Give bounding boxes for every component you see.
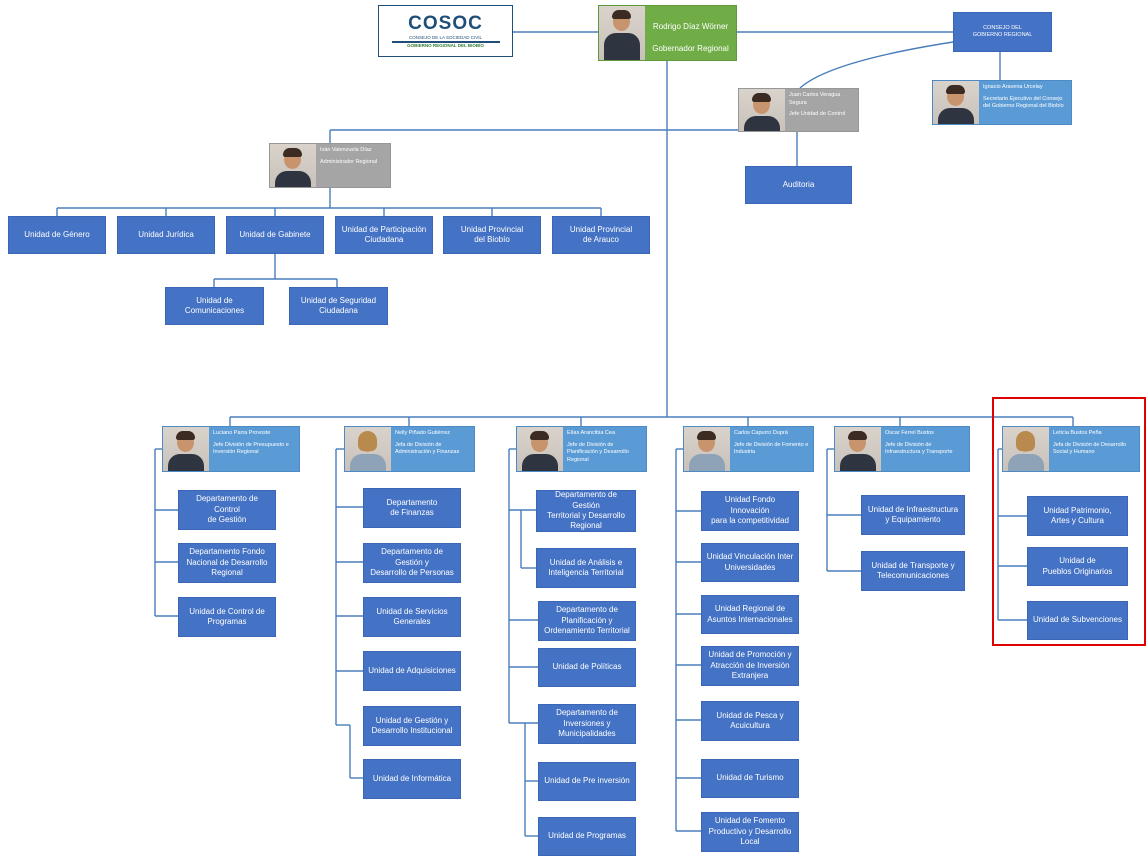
division-head-name: Luciano Parra Provoste: [213, 430, 271, 436]
division-unit[interactable]: Unidad de Fomento Productivo y Desarroll…: [701, 812, 799, 852]
unit-gabinete[interactable]: Unidad de Gabinete: [226, 216, 324, 254]
division-unit[interactable]: Departamento de Finanzas: [363, 488, 461, 528]
division-unit[interactable]: Departamento de Gestión y Desarrollo de …: [363, 543, 461, 583]
division-unit[interactable]: Unidad de Pre inversión: [538, 762, 636, 801]
governor-photo: [599, 6, 645, 60]
division-head-finanzas-photo: [345, 427, 391, 471]
division-unit[interactable]: Unidad de Infraestructura y Equipamiento: [861, 495, 965, 535]
division-head-planificacion-photo: [517, 427, 563, 471]
division-unit[interactable]: Unidad de Turismo: [701, 759, 799, 798]
division-head-role: Jefe División de Presupuesto e Inversión…: [213, 441, 289, 456]
division-head-presupuesto-photo: [163, 427, 209, 471]
division-head-infraestructura-photo: [835, 427, 881, 471]
division-unit[interactable]: Unidad de Control de Programas: [178, 597, 276, 637]
division-unit[interactable]: Unidad de Programas: [538, 817, 636, 856]
consejo-node[interactable]: CONSEJO DEL GOBIERNO REGIONAL: [953, 12, 1052, 52]
control-name: Juan Carlos Veragua Segura: [789, 92, 841, 106]
division-head-role: Jefa de División de Administración y Fin…: [395, 441, 460, 456]
control-role: Jefe Unidad de Control: [789, 111, 846, 118]
division-unit[interactable]: Departamento de Gestión Territorial y De…: [536, 490, 636, 532]
administrador-role: Administrador Regional: [320, 158, 378, 165]
division-head-name: Nelly Piñado Gutiérrez: [395, 430, 451, 436]
division-unit[interactable]: Unidad de Políticas: [538, 648, 636, 687]
cosoc-logo-divider: [391, 41, 500, 43]
division-head-name: Oscar Ferrel Bustos: [885, 430, 934, 436]
secretario-name: Ignacio Aravena Urcelay: [983, 84, 1043, 90]
cosoc-logo-title: COSOC: [408, 13, 483, 34]
division-head-role: Jefe de División de Infraestructura y Tr…: [885, 441, 953, 456]
division-head-role: Jefe de División de Fomento e Industria: [734, 441, 809, 456]
division-unit[interactable]: Unidad de Pueblos Originarios: [1027, 547, 1128, 586]
division-unit[interactable]: Departamento de Inversiones y Municipali…: [538, 704, 636, 744]
unit-provincial-biobio[interactable]: Unidad Provincial del Biobío: [443, 216, 541, 254]
administrador-photo: [270, 144, 316, 187]
administrador-name: Iván Valenzuela Díaz: [320, 147, 372, 153]
division-unit[interactable]: Unidad de Subvenciones: [1027, 601, 1128, 640]
unit-provincial-arauco[interactable]: Unidad Provincial de Arauco: [552, 216, 650, 254]
division-unit[interactable]: Unidad Regional de Asuntos Internacional…: [701, 595, 799, 634]
division-unit[interactable]: Unidad de Servicios Generales: [363, 597, 461, 637]
division-head-role: Jefe de División de Planificación y Desa…: [567, 441, 629, 464]
secretario-photo: [933, 81, 979, 124]
division-unit[interactable]: Unidad Fondo Innovación para la competit…: [701, 491, 799, 531]
division-unit[interactable]: Departamento de Control de Gestión: [178, 490, 276, 530]
governor-name: Rodrigo Díaz Wörner: [652, 22, 729, 32]
control-photo: [739, 89, 785, 131]
cosoc-logo-line2: GOBIERNO REGIONAL DEL BIOBÍO: [407, 43, 484, 48]
unit-participacion[interactable]: Unidad de Participación Ciudadana: [335, 216, 433, 254]
division-unit[interactable]: Departamento Fondo Nacional de Desarroll…: [178, 543, 276, 583]
unit-seguridad[interactable]: Unidad de Seguridad Ciudadana: [289, 287, 388, 325]
cosoc-logo-line1: CONSEJO DE LA SOCIEDAD CIVIL: [408, 35, 483, 40]
division-unit[interactable]: Unidad de Adquisiciones: [363, 651, 461, 691]
division-unit[interactable]: Unidad de Gestión y Desarrollo Instituci…: [363, 706, 461, 746]
division-unit[interactable]: Unidad Vinculación Inter Universidades: [701, 543, 799, 582]
cosoc-logo: COSOC CONSEJO DE LA SOCIEDAD CIVIL GOBIE…: [378, 5, 513, 57]
division-unit[interactable]: Unidad de Informática: [363, 759, 461, 799]
auditoria-node[interactable]: Auditoria: [745, 166, 852, 204]
division-unit[interactable]: Unidad Patrimonio, Artes y Cultura: [1027, 496, 1128, 536]
division-head-name: Carlos Capurro Duprá: [734, 430, 788, 436]
division-unit[interactable]: Departamento de Planificación y Ordenami…: [538, 601, 636, 641]
division-head-role: Jefa de División de Desarrollo Social y …: [1053, 441, 1127, 456]
secretario-role: Secretario Ejecutivo del Consejo del Gob…: [983, 95, 1064, 110]
division-unit[interactable]: Unidad de Transporte y Telecomunicacione…: [861, 551, 965, 591]
unit-juridica[interactable]: Unidad Jurídica: [117, 216, 215, 254]
division-unit[interactable]: Unidad de Análisis e Inteligencia Territ…: [536, 548, 636, 588]
unit-comunicaciones[interactable]: Unidad de Comunicaciones: [165, 287, 264, 325]
division-head-name: Leticia Bustos Peña: [1053, 430, 1102, 436]
highlight-frame: [992, 397, 1146, 646]
division-unit[interactable]: Unidad de Promoción y Atracción de Inver…: [701, 646, 799, 686]
division-head-fomento-photo: [684, 427, 730, 471]
division-unit[interactable]: Unidad de Pesca y Acuicultura: [701, 701, 799, 741]
division-head-desarrollo-social-photo: [1003, 427, 1049, 471]
governor-role: Gobernador Regional: [652, 43, 729, 53]
unit-genero[interactable]: Unidad de Género: [8, 216, 106, 254]
division-head-name: Elías Arancibia Cea: [567, 430, 615, 436]
governor-node[interactable]: Rodrigo Díaz Wörner Gobernador Regional: [598, 5, 737, 61]
